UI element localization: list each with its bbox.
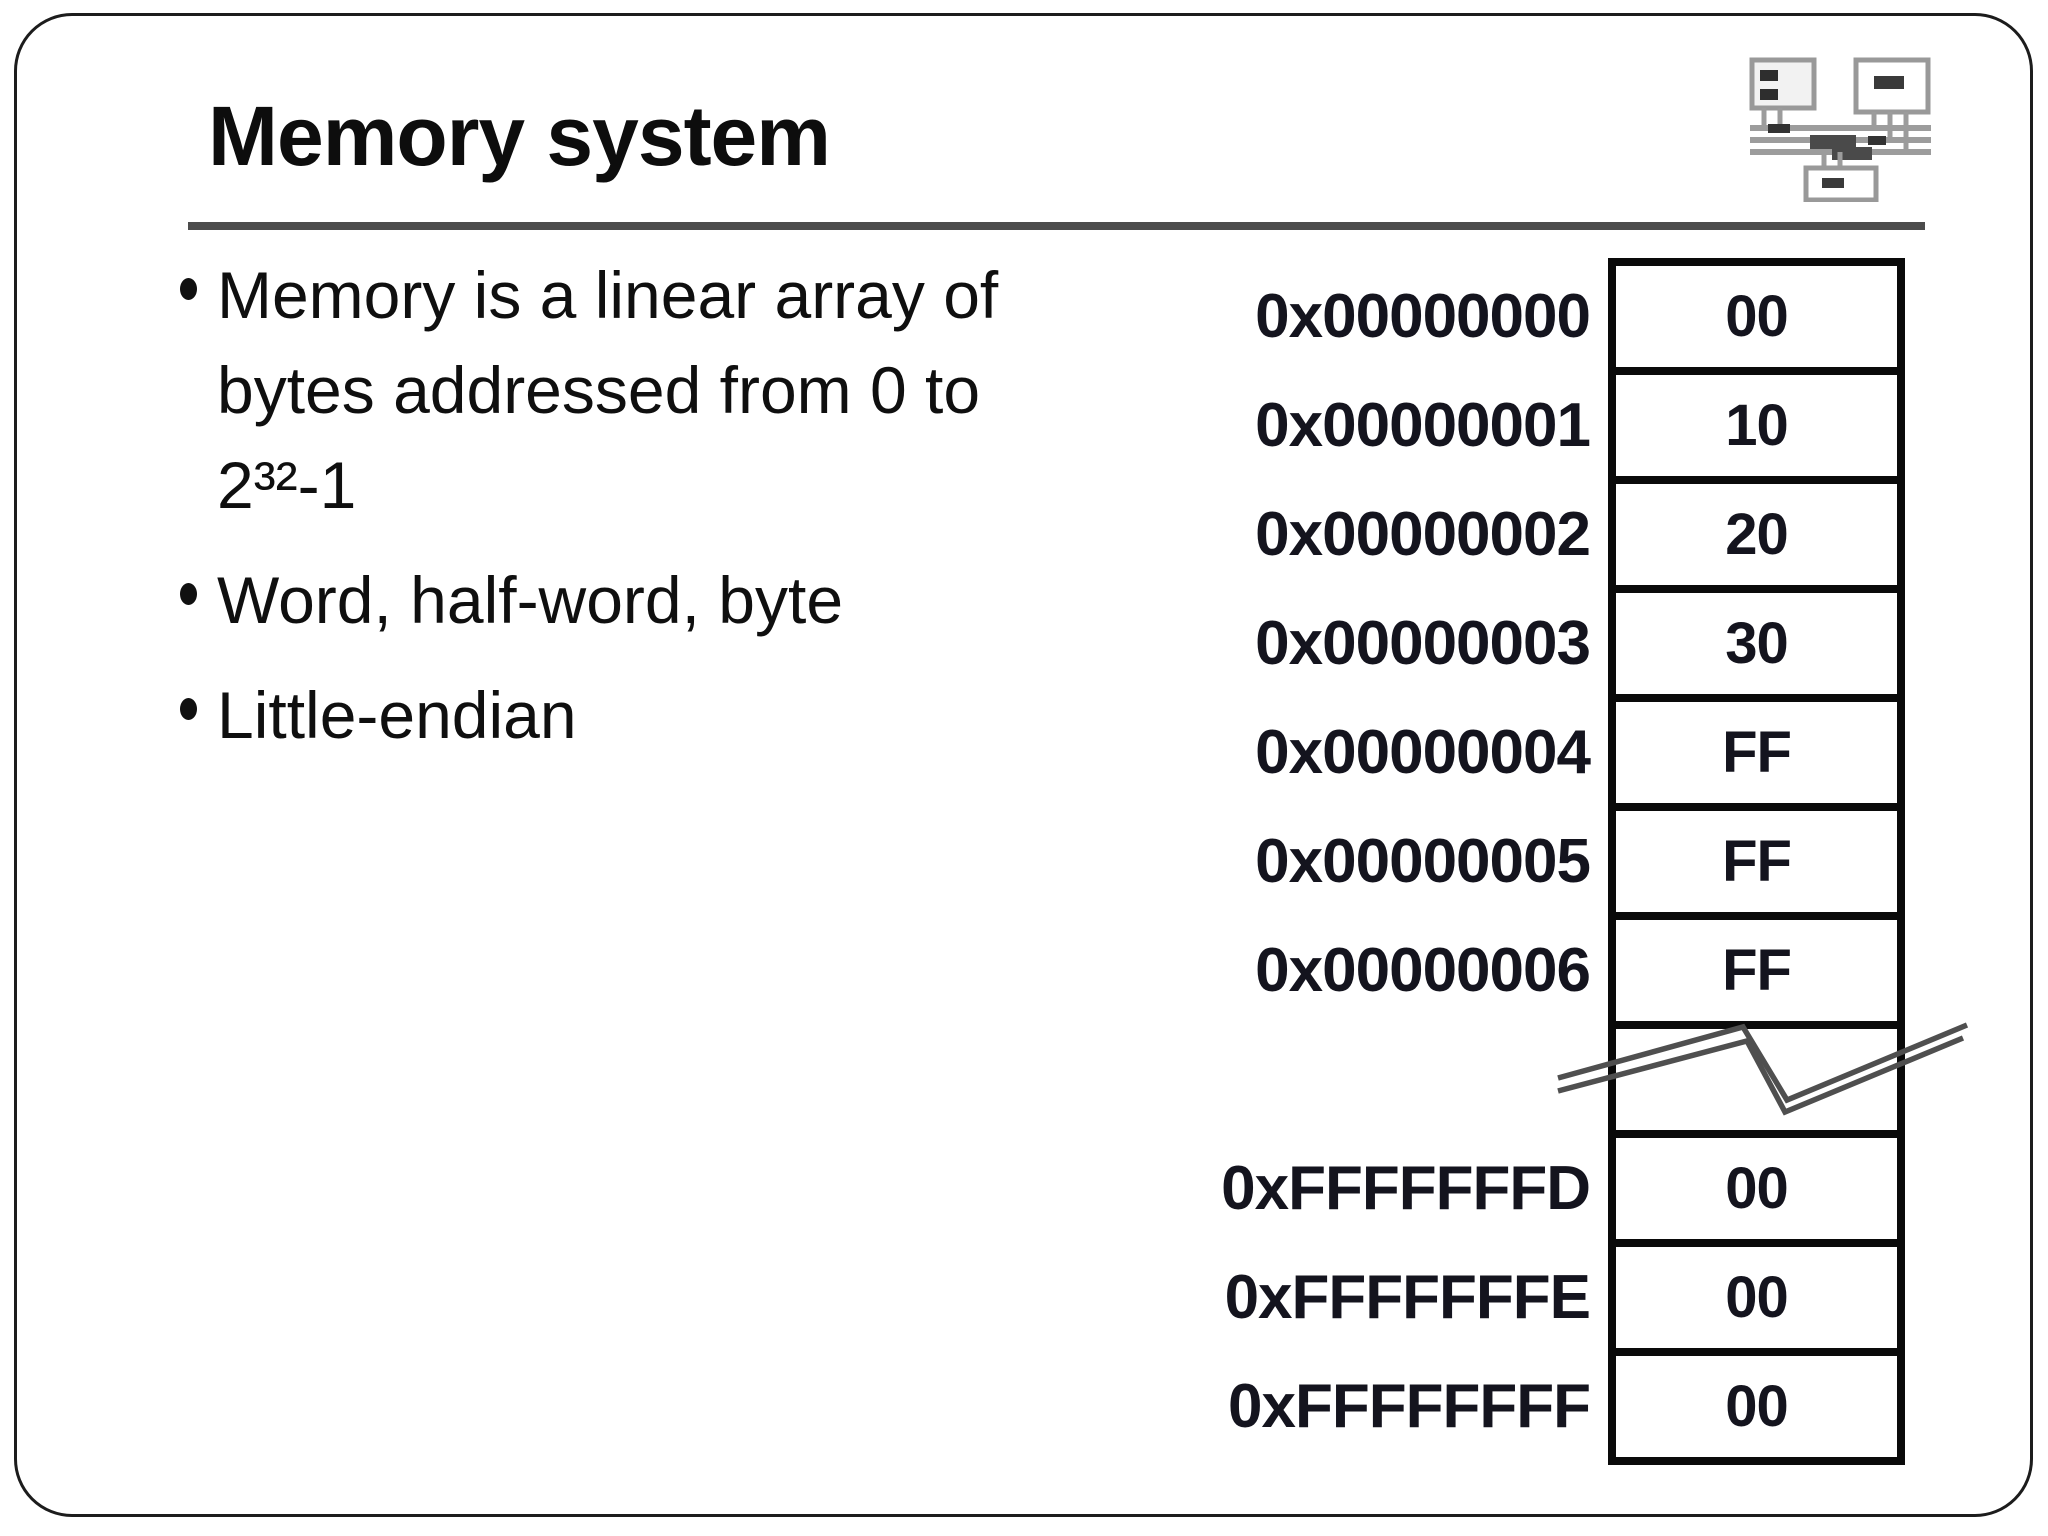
memory-cell: 10 (1616, 375, 1897, 484)
bullet-text: Little-endian (217, 668, 577, 763)
bullet-line: 2³²-1 (217, 448, 357, 522)
page-title: Memory system (208, 89, 831, 183)
memory-cell: 20 (1616, 484, 1897, 593)
bullet-text: Word, half-word, byte (217, 553, 843, 648)
bullet-dot-icon (180, 583, 197, 605)
memory-address-label: 0xFFFFFFFF (1228, 1372, 1591, 1441)
memory-address-label: 0x00000004 (1255, 718, 1591, 787)
memory-address-label-break (1150, 1025, 1590, 1134)
bullet-text: Memory is a linear array of bytes address… (217, 248, 998, 533)
memory-cell: 00 (1725, 1374, 1789, 1439)
bullet-line: Little-endian (217, 678, 577, 752)
bullet-dot-icon (180, 278, 197, 300)
memory-break-zigzag-icon (1557, 1022, 1969, 1116)
title-underline-rule (188, 222, 1925, 230)
bullet-item-linear-array: Memory is a linear array of bytes address… (172, 248, 998, 533)
memory-address-label: 0x00000006 (1255, 936, 1591, 1005)
memory-address-label: 0x00000001 (1255, 391, 1591, 460)
memory-address-column: 0x00000000 0x00000001 0x00000002 0x00000… (1150, 262, 1591, 1461)
bullet-dot-icon (180, 698, 197, 720)
system-bus-block-diagram-icon (1749, 57, 1931, 202)
memory-address-label: 0x00000000 (1255, 282, 1591, 351)
memory-cell: FF (1616, 702, 1897, 811)
bullet-item-little-endian: Little-endian (172, 668, 577, 763)
memory-address-label: 0x00000002 (1255, 500, 1591, 569)
memory-address-label: 0xFFFFFFFD (1221, 1154, 1591, 1223)
memory-cell: 00 (1616, 266, 1897, 375)
memory-address-label: 0xFFFFFFFE (1224, 1263, 1591, 1332)
memory-cell: 30 (1616, 593, 1897, 702)
memory-address-label: 0x00000003 (1255, 609, 1591, 678)
memory-cell: 00 (1616, 1247, 1897, 1356)
memory-cell: FF (1616, 920, 1897, 1029)
memory-address-label: 0x00000005 (1255, 827, 1591, 896)
bullet-item-word-sizes: Word, half-word, byte (172, 553, 843, 648)
slide-rounded-border (14, 13, 2033, 1517)
memory-byte-table: 00 10 20 30 FF FF FF 00 00 00 (1608, 258, 1905, 1465)
bullet-line: bytes addressed from 0 to (217, 353, 981, 427)
memory-cell-break (1616, 1029, 1897, 1138)
memory-cell: FF (1616, 811, 1897, 920)
bullet-line: Memory is a linear array of (217, 258, 999, 332)
memory-cell: 00 (1616, 1138, 1897, 1247)
bullet-line: Word, half-word, byte (217, 563, 844, 637)
